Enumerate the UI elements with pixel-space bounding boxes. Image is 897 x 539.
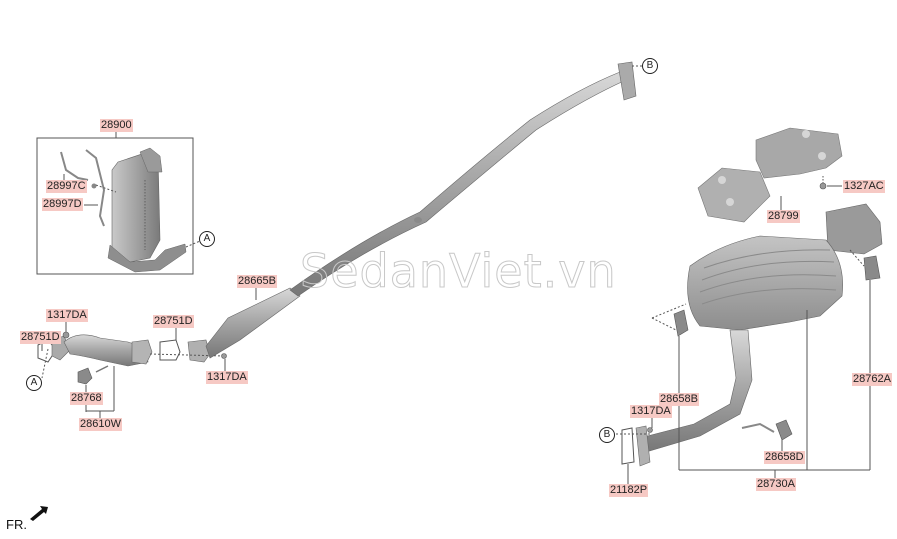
part-label-28751d[interactable]: 28751D [20,331,61,344]
front-orientation-label: FR. [6,517,27,532]
reference-marker-a: A [199,231,215,247]
part-label-28799[interactable]: 28799 [767,210,800,223]
part-label-28658d[interactable]: 28658D [764,451,805,464]
part-label-28610w[interactable]: 28610W [79,418,122,431]
center-pipe-group [205,61,642,359]
middle-gasket-group [149,327,227,371]
heat-protector-group [697,127,843,223]
part-label-28900[interactable]: 28900 [100,119,133,132]
part-label-28997d[interactable]: 28997D [42,198,83,211]
catalytic-converter-group [36,131,201,275]
part-label-28665b[interactable]: 28665B [237,275,277,288]
part-label-1317da-rear[interactable]: 1317DA [630,405,672,418]
part-label-28997c[interactable]: 28997C [46,180,87,193]
part-label-28751d-middle[interactable]: 28751D [153,315,194,328]
rear-muffler-group [612,203,883,484]
reference-marker-a: A [26,375,42,391]
part-label-1317da[interactable]: 1317DA [46,309,88,322]
part-label-28658b[interactable]: 28658B [659,393,699,406]
part-label-28730a[interactable]: 28730A [756,478,796,491]
part-label-1317da-middle[interactable]: 1317DA [206,371,248,384]
front-direction-arrow [30,506,48,521]
part-label-28762a[interactable]: 28762A [852,373,892,386]
reference-marker-b: B [599,427,615,443]
part-label-1327ac[interactable]: 1327AC [843,180,885,193]
part-label-28768[interactable]: 28768 [70,392,103,405]
part-label-21182p[interactable]: 21182P [609,484,649,497]
reference-marker-b: B [642,58,658,74]
